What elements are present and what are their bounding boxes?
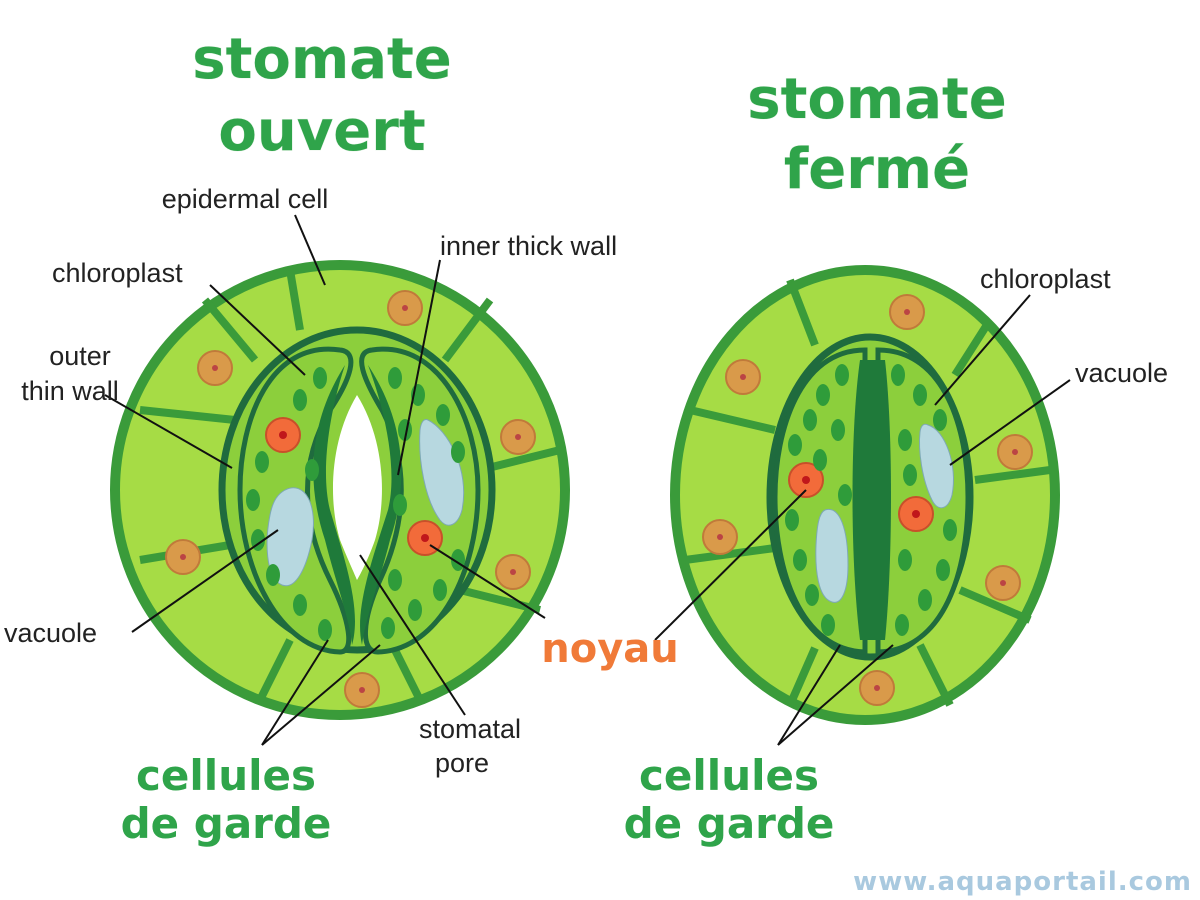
stomatal-pore-open: [332, 395, 382, 580]
title-closed-line1: stomate: [747, 67, 1006, 132]
label-noyau: noyau: [541, 626, 679, 672]
label-stomatal-line2: pore: [435, 748, 489, 778]
label-stomatal-line1: stomatal: [419, 714, 521, 744]
watermark: www.aquaportail.com: [853, 867, 1192, 897]
vacuole-right-open: [419, 419, 465, 526]
label-vacuole-right: vacuole: [1075, 358, 1168, 388]
epidermal-nuclei-open: [165, 290, 536, 708]
vacuole-left-closed: [815, 508, 849, 603]
label-inner-thick-wall: inner thick wall: [440, 231, 617, 261]
label-chloroplast-left: chloroplast: [52, 258, 183, 288]
label-epidermal-cell: epidermal cell: [162, 184, 329, 214]
title-closed-line2: fermé: [784, 137, 970, 202]
inner-thick-wall-right: [360, 365, 402, 645]
guard-nuclei-closed: [788, 462, 934, 532]
thick-wall-closed: [852, 360, 891, 640]
title-open-line1: stomate: [192, 27, 451, 92]
label-guard-left-line2: de garde: [121, 799, 332, 848]
inner-thick-wall-left: [313, 365, 355, 645]
title-open-line2: ouvert: [218, 99, 425, 164]
vacuole-left-open: [266, 487, 314, 587]
label-vacuole-left: vacuole: [4, 618, 97, 648]
label-outer-line1: outer: [49, 341, 111, 371]
open-stomate: [110, 260, 570, 720]
epidermal-walls-closed: [684, 278, 1051, 707]
label-guard-right-line1: cellules: [639, 751, 819, 800]
label-outer-line2: thin wall: [21, 376, 119, 406]
label-guard-left-line1: cellules: [136, 751, 316, 800]
guard-nuclei-open: [265, 417, 443, 556]
leader-lines: [104, 214, 1071, 746]
label-chloroplast-right: chloroplast: [980, 264, 1111, 294]
epidermal-nuclei-closed: [702, 294, 1033, 706]
vacuole-right-closed: [919, 423, 954, 509]
closed-stomate: [670, 265, 1060, 725]
label-guard-right-line2: de garde: [624, 799, 835, 848]
